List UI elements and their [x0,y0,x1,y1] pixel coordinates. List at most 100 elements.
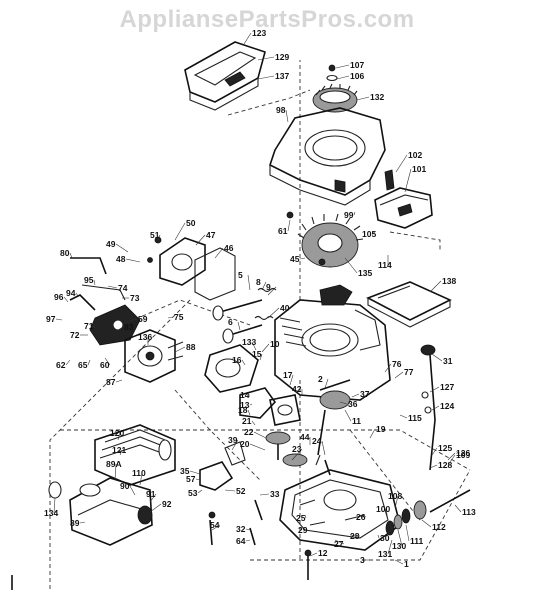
leader-line [65,359,71,366]
leader-line [55,318,63,321]
part-label: 32 [236,524,246,534]
part-label: 131 [378,549,392,559]
part-label: 30 [380,533,390,543]
part-label: 51 [150,230,160,240]
part-label: 98 [276,105,286,115]
air-cleaner-part [94,424,176,486]
part-label: 60 [100,360,110,370]
part-label: 106 [350,71,364,81]
part-label: 10 [270,339,280,349]
part-label: 22 [244,427,254,437]
part-label: 99 [344,210,354,220]
leader-line [124,318,138,323]
part-label: 2 [318,374,323,384]
part-label: 15 [252,349,262,359]
leader-line [429,464,438,469]
part-label: 3 [360,555,365,565]
part-label: 65 [78,360,88,370]
part-label: 5 [238,270,243,280]
part-label: 80 [60,248,70,258]
part-label: 45 [290,254,300,264]
part-label: 92 [162,499,172,509]
leader-line [115,379,123,383]
part-label: 126 [456,448,470,458]
part-label: 31 [443,356,453,366]
seal-parts [385,489,471,536]
part-label: 108 [388,491,402,501]
part-label: 46 [224,243,234,253]
watermark: AppliansePartsPros.com [119,6,415,33]
part-label: 135 [358,268,372,278]
part-label: 62 [56,360,66,370]
leader-line [291,448,303,461]
leader-line [115,243,129,253]
leader-line [304,514,307,519]
part-label: 127 [440,382,454,392]
part-label: 53 [188,488,198,498]
part-label: 97 [46,314,56,324]
leader-line [149,493,157,503]
leader-line [257,75,275,80]
part-label: 121 [112,445,126,455]
leader-line [261,281,267,291]
leader-line [249,403,253,406]
part-label: 88 [186,342,196,352]
leader-line [93,325,96,329]
leader-line [447,452,456,461]
bolt-parts [11,527,312,590]
part-label: 20 [240,439,250,449]
part-label: 113 [462,507,476,517]
leader-line [299,257,306,260]
part-label: 24 [312,436,322,446]
part-label: 138 [442,276,456,286]
leader-line [321,440,326,456]
leader-line [285,109,289,123]
part-label: 21 [242,416,252,426]
part-label: 47 [206,230,216,240]
leader-line [431,405,440,411]
leader-line [125,258,141,263]
flywheel-screen-part [312,83,358,113]
part-label: 90 [120,481,130,491]
leader-line [245,539,251,542]
leader-line [387,539,393,555]
leader-line [259,493,270,496]
part-label: 44 [300,432,310,442]
part-label: 29 [298,525,308,535]
part-label: 14 [240,390,250,400]
part-label: 52 [236,486,246,496]
crankshaft-part [315,379,351,466]
leader-line [385,508,389,521]
leader-line [247,274,251,291]
part-label: 132 [370,92,384,102]
leader-line [287,219,291,232]
leader-line [405,524,410,542]
leader-line [247,409,251,416]
part-label: 48 [116,254,126,264]
leader-line [351,393,360,398]
leader-line [259,353,263,361]
part-label: 12 [318,548,328,558]
part-label: 120 [110,428,124,438]
leader-line [394,495,399,509]
leader-line [384,363,392,373]
leader-line [267,307,280,319]
leader-line [93,279,96,286]
leader-line [353,211,356,216]
part-label: 37 [360,389,370,399]
leader-line [447,454,456,466]
part-label: 33 [270,489,280,499]
leader-line [251,341,257,351]
leader-line [87,359,91,366]
part-label: 19 [376,424,386,434]
part-label: 23 [292,444,302,454]
part-label: 40 [280,303,290,313]
part-label: 107 [350,60,364,70]
part-label: 111 [410,536,424,546]
intake-manifold-part [204,344,277,419]
leader-line [157,234,161,241]
part-label: 75 [174,312,184,322]
leader-line [371,231,376,235]
leader-line [421,519,432,528]
leader-line [377,534,380,539]
